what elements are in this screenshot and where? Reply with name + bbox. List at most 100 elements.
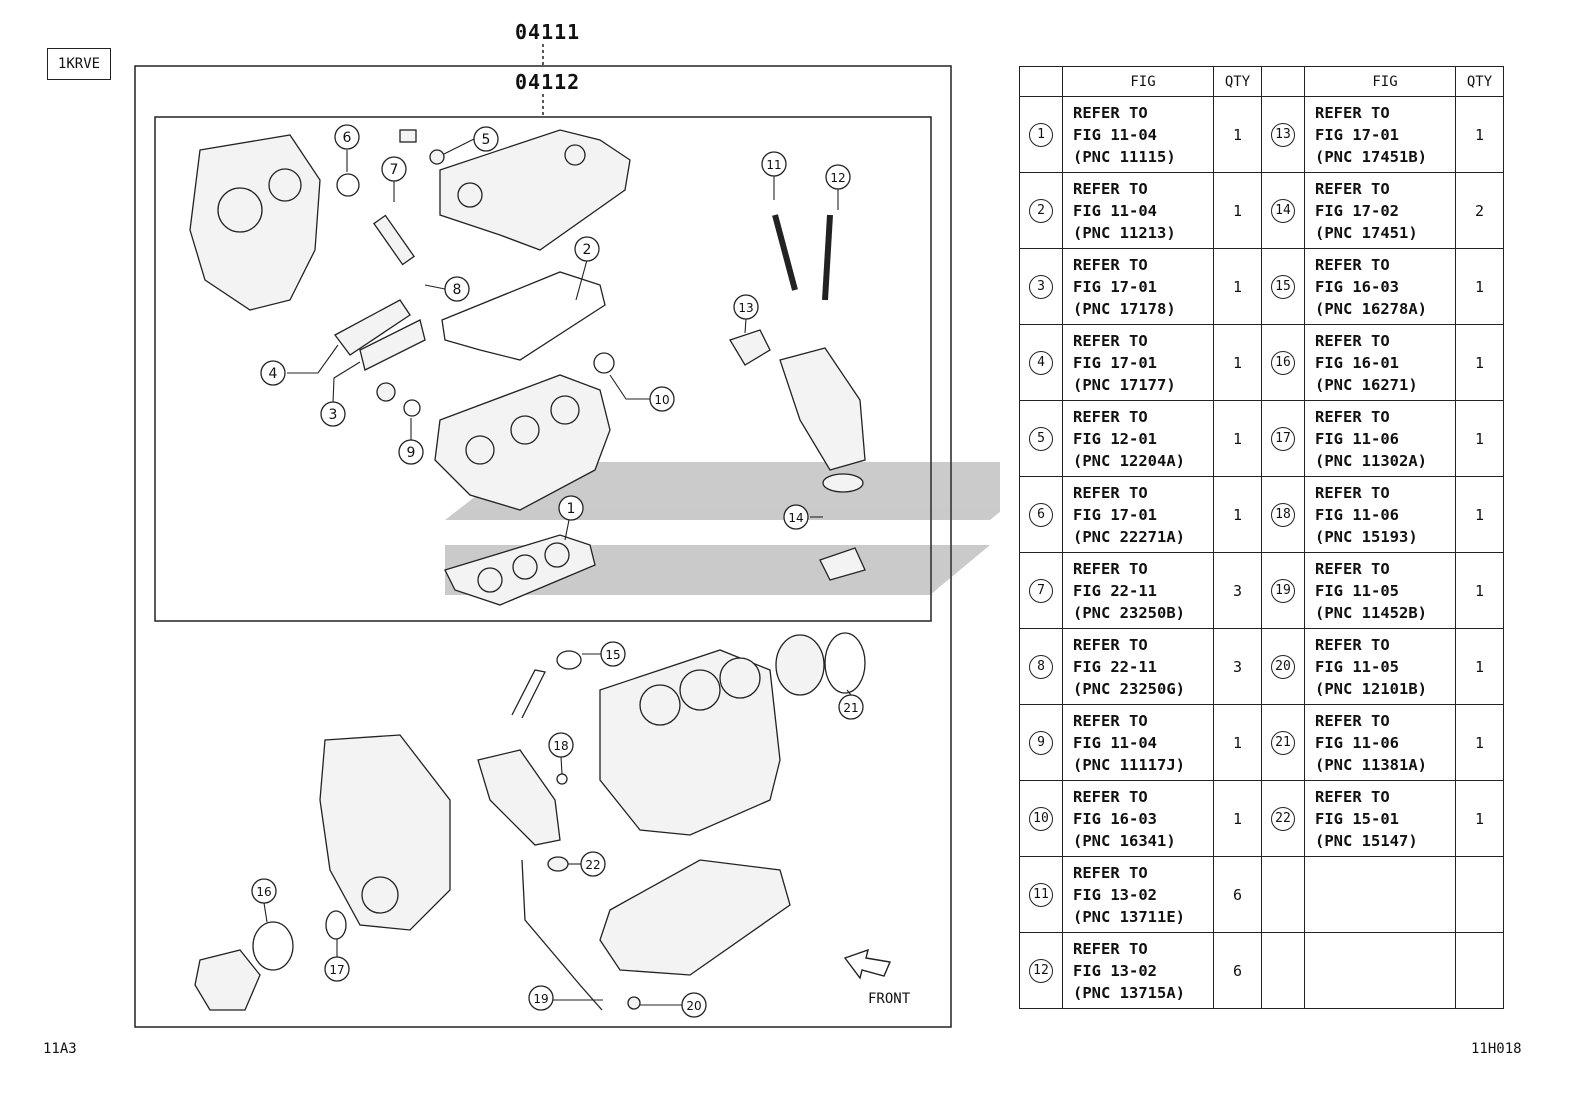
svg-text:21: 21 [843, 701, 858, 715]
fig-cell: REFER TO FIG 22-11 (PNC 23250B) [1062, 552, 1214, 629]
intake-gasket-lower [359, 319, 426, 371]
index-callout: 5 [1029, 426, 1053, 451]
svg-text:13: 13 [738, 301, 753, 315]
engine-code-label: 1KRVE [47, 48, 111, 80]
row-index-cell: 1 [1019, 96, 1063, 173]
row-index-cell: 19 [1261, 552, 1305, 629]
callout-14: 14 [783, 504, 809, 530]
index-callout: 11 [1029, 882, 1053, 907]
svg-text:9: 9 [407, 445, 416, 461]
qty-cell: 1 [1455, 400, 1504, 477]
callout-22: 22 [580, 851, 606, 877]
qty-cell: 1 [1213, 400, 1262, 477]
row-index-cell: 6 [1019, 476, 1063, 553]
svg-text:12: 12 [830, 171, 845, 185]
callout-5: 5 [473, 126, 499, 152]
qty-cell: 3 [1213, 552, 1262, 629]
row-index-cell: 15 [1261, 248, 1305, 325]
callout-8: 8 [444, 276, 470, 302]
row-index-cell: 21 [1261, 704, 1305, 781]
row-index-cell: 2 [1019, 172, 1063, 249]
water-outlet-pipe [511, 669, 546, 719]
qty-cell: 1 [1213, 476, 1262, 553]
qty-cell [1455, 932, 1504, 1009]
fig-cell: REFER TO FIG 11-04 (PNC 11213) [1062, 172, 1214, 249]
callout-10: 10 [649, 386, 675, 412]
index-callout: 4 [1029, 350, 1053, 375]
header-index-left [1019, 66, 1063, 97]
qty-cell: 1 [1213, 324, 1262, 401]
fig-cell: REFER TO FIG 16-03 (PNC 16278A) [1304, 248, 1456, 325]
table-header-row: FIG QTY FIG QTY [1019, 66, 1504, 97]
callout-17: 17 [324, 956, 350, 982]
qty-cell: 6 [1213, 932, 1262, 1009]
index-callout: 21 [1271, 730, 1295, 755]
qty-cell: 1 [1213, 172, 1262, 249]
fig-cell: REFER TO FIG 17-01 (PNC 22271A) [1062, 476, 1214, 553]
fig-cell [1304, 856, 1456, 933]
oil-pump-body [477, 749, 561, 846]
callout-3: 3 [320, 401, 346, 427]
qty-cell [1455, 856, 1504, 933]
fig-cell: REFER TO FIG 11-05 (PNC 11452B) [1304, 552, 1456, 629]
fig-cell: REFER TO FIG 22-11 (PNC 23250G) [1062, 628, 1214, 705]
fig-cell: REFER TO FIG 16-03 (PNC 16341) [1062, 780, 1214, 857]
callout-4: 4 [260, 360, 286, 386]
row-index-cell: 11 [1019, 856, 1063, 933]
row-index-cell: 3 [1019, 248, 1063, 325]
qty-cell: 1 [1455, 552, 1504, 629]
svg-text:2: 2 [583, 242, 592, 258]
index-callout: 17 [1271, 426, 1295, 451]
row-index-cell: 14 [1261, 172, 1305, 249]
svg-text:11: 11 [766, 158, 781, 172]
fig-cell: REFER TO FIG 17-01 (PNC 17451B) [1304, 96, 1456, 173]
fig-cell: REFER TO FIG 17-02 (PNC 17451) [1304, 172, 1456, 249]
fig-cell: REFER TO FIG 11-06 (PNC 11381A) [1304, 704, 1456, 781]
index-callout: 20 [1271, 654, 1295, 679]
front-arrow-icon [843, 948, 891, 980]
qty-cell: 1 [1455, 96, 1504, 173]
svg-text:15: 15 [605, 648, 620, 662]
callout-19: 19 [528, 985, 554, 1011]
oil-level-gauge-guide [521, 859, 603, 1011]
svg-text:8: 8 [453, 282, 462, 298]
qty-cell: 3 [1213, 628, 1262, 705]
qty-cell: 1 [1455, 704, 1504, 781]
callout-20: 20 [681, 992, 707, 1018]
qty-cell: 6 [1213, 856, 1262, 933]
fig-cell [1304, 932, 1456, 1009]
fig-cell: REFER TO FIG 11-06 (PNC 11302A) [1304, 400, 1456, 477]
kit-number-outer: 04111 [515, 20, 581, 44]
kit-number-inner: 04112 [515, 70, 581, 94]
svg-text:17: 17 [329, 963, 344, 977]
index-callout: 6 [1029, 502, 1053, 527]
row-index-cell: 9 [1019, 704, 1063, 781]
timing-chain-cover [319, 734, 451, 931]
row-index-cell: 20 [1261, 628, 1305, 705]
row-index-cell: 18 [1261, 476, 1305, 553]
oil-pan [599, 859, 791, 976]
index-callout: 1 [1029, 122, 1053, 147]
front-label: FRONT [868, 991, 911, 1007]
svg-text:4: 4 [269, 366, 278, 382]
row-index-cell [1261, 932, 1305, 1009]
callout-13: 13 [733, 294, 759, 320]
index-callout: 7 [1029, 578, 1053, 603]
qty-cell: 2 [1455, 172, 1504, 249]
index-callout: 9 [1029, 730, 1053, 755]
qty-cell: 1 [1213, 96, 1262, 173]
fig-cell: REFER TO FIG 11-04 (PNC 11117J) [1062, 704, 1214, 781]
row-index-cell: 17 [1261, 400, 1305, 477]
qty-cell: 1 [1213, 248, 1262, 325]
index-callout: 8 [1029, 654, 1053, 679]
svg-text:16: 16 [256, 885, 271, 899]
fig-cell: REFER TO FIG 12-01 (PNC 12204A) [1062, 400, 1214, 477]
row-index-cell: 10 [1019, 780, 1063, 857]
index-callout: 19 [1271, 578, 1295, 603]
